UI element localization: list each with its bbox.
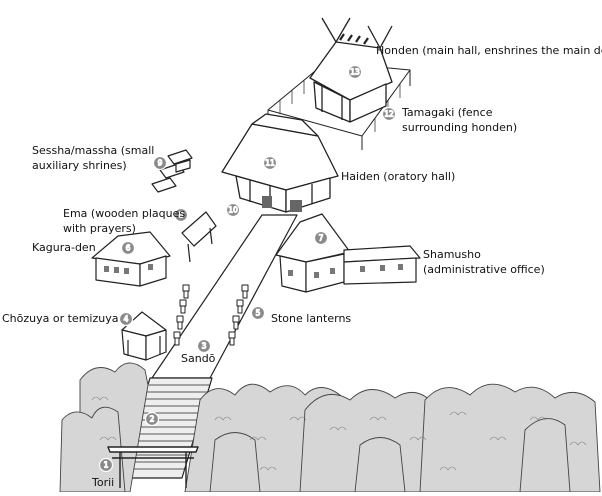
marker-11: 11 — [262, 155, 278, 171]
label-sessha-line2: auxiliary shrines) — [32, 159, 127, 172]
label-haiden: Haiden (oratory hall) — [341, 170, 456, 183]
label-tamagaki-line1: Tamagaki (fence — [402, 106, 493, 119]
label-tamagaki-line2: surrounding honden) — [402, 121, 518, 134]
sando-path — [151, 214, 298, 379]
chozuya — [121, 311, 167, 361]
svg-text:6: 6 — [126, 244, 131, 253]
svg-text:8: 8 — [179, 211, 184, 220]
marker-4: 4 — [118, 311, 134, 327]
haiden — [221, 113, 339, 213]
marker-12: 12 — [381, 106, 397, 122]
markers: 1 2 3 4 5 6 7 8 9 10 11 12 13 — [98, 64, 397, 473]
label-stone-lanterns: Stone lanterns — [271, 312, 352, 325]
label-ema-line2: with prayers) — [63, 222, 136, 235]
marker-8: 8 — [173, 207, 189, 223]
ema-board — [181, 211, 217, 263]
label-chozuya: Chōzuya or temizuya — [2, 312, 119, 325]
label-kagura-den: Kagura-den — [32, 241, 96, 254]
sessha-shrines — [151, 149, 193, 193]
marker-5: 5 — [250, 305, 266, 321]
svg-text:10: 10 — [228, 206, 238, 215]
svg-text:5: 5 — [256, 309, 261, 318]
svg-text:9: 9 — [158, 159, 163, 168]
label-sessha-line1: Sessha/massha (small — [32, 144, 155, 157]
marker-7: 7 — [313, 230, 329, 246]
svg-text:3: 3 — [202, 342, 207, 351]
svg-text:7: 7 — [319, 234, 324, 243]
marker-6: 6 — [120, 240, 136, 256]
svg-text:2: 2 — [150, 415, 155, 424]
svg-text:1: 1 — [104, 461, 109, 470]
label-shamusho-line1: Shamusho — [423, 248, 481, 261]
label-torii: Torii — [92, 476, 115, 489]
kagura-den — [91, 231, 171, 287]
svg-text:13: 13 — [350, 68, 360, 77]
marker-2: 2 — [144, 411, 160, 427]
label-shamusho-line2: (administrative office) — [423, 263, 545, 276]
label-sando: Sandō — [181, 352, 216, 365]
marker-10: 10 — [225, 202, 241, 218]
stone-lanterns — [173, 284, 249, 346]
label-honden: Honden (main hall, enshrines the main de… — [376, 44, 602, 57]
svg-text:11: 11 — [265, 159, 275, 168]
marker-1: 1 — [98, 457, 114, 473]
marker-9: 9 — [152, 155, 168, 171]
svg-text:4: 4 — [124, 315, 129, 324]
marker-3: 3 — [196, 338, 212, 354]
shamusho — [275, 213, 421, 293]
svg-text:12: 12 — [384, 110, 394, 119]
marker-13: 13 — [347, 64, 363, 80]
label-ema-line1: Ema (wooden plaques — [63, 207, 186, 220]
torii — [107, 446, 199, 488]
